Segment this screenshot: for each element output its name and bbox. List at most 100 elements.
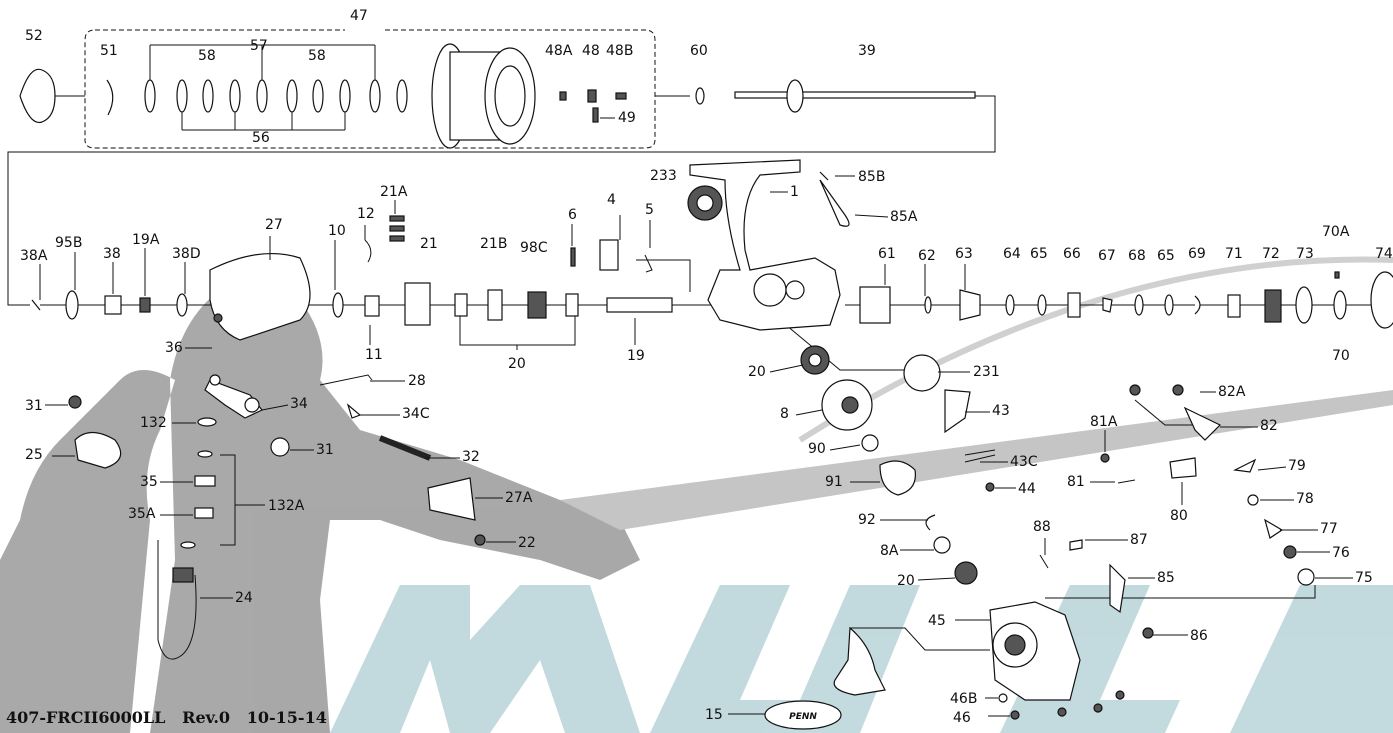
part-35-bushing	[194, 475, 216, 487]
label-233: 233	[650, 168, 677, 184]
part-92-clip	[925, 514, 936, 531]
label-47: 47	[350, 8, 368, 24]
part-80-plate	[1169, 457, 1197, 479]
label-21: 21	[420, 236, 438, 252]
label-70A: 70A	[1322, 224, 1350, 240]
label-73: 73	[1296, 246, 1314, 262]
part-34C-pin	[346, 403, 362, 419]
label-35: 35	[140, 474, 158, 490]
label-231: 231	[973, 364, 1000, 380]
label-66: 66	[1063, 246, 1081, 262]
part-88-spring	[1039, 554, 1049, 569]
part-labels: 47 52 51 57 58 58 56 48A 48 48B 49 60 39…	[20, 8, 1393, 726]
label-20: 20	[508, 356, 526, 372]
part-10-washer	[332, 292, 344, 318]
label-61: 61	[878, 246, 896, 262]
label-71: 71	[1225, 246, 1243, 262]
label-132: 132	[140, 415, 167, 431]
revision-date: 10-15-14	[246, 708, 327, 727]
part-48-drag-screw	[559, 91, 567, 101]
part-27A-cover	[427, 477, 476, 521]
leader-lines	[7, 29, 1393, 651]
label-58: 58	[308, 48, 326, 64]
part-79-lever	[1232, 458, 1257, 473]
label-75: 75	[1355, 570, 1373, 586]
part-74-cap	[1370, 271, 1393, 329]
parts: PENN	[19, 43, 1393, 730]
label-90: 90	[808, 441, 826, 457]
label-21A: 21A	[380, 184, 408, 200]
part-82-plate	[1183, 406, 1222, 441]
label-58: 58	[198, 48, 216, 64]
penn-logo: PENN	[789, 712, 817, 722]
label-11: 11	[365, 347, 383, 363]
label-51: 51	[100, 43, 118, 59]
label-43: 43	[992, 403, 1010, 419]
document-footer: 407-FRCII6000LL Rev.0 10-15-14	[6, 708, 327, 727]
label-48: 48	[582, 43, 600, 59]
label-15: 15	[705, 707, 723, 723]
part-95B-washer	[65, 290, 79, 320]
label-25: 25	[25, 447, 43, 463]
label-4: 4	[607, 192, 616, 208]
label-31: 31	[25, 398, 43, 414]
label-46: 46	[953, 710, 971, 726]
label-20: 20	[897, 573, 915, 589]
part-49-spring	[592, 107, 599, 123]
label-48A: 48A	[545, 43, 573, 59]
label-1: 1	[790, 184, 799, 200]
label-74: 74	[1375, 246, 1393, 262]
label-81A: 81A	[1090, 414, 1118, 430]
label-48B: 48B	[606, 43, 633, 59]
part-11-bearing	[364, 295, 380, 317]
label-22: 22	[518, 535, 536, 551]
label-87: 87	[1130, 532, 1148, 548]
watermark	[0, 256, 1393, 733]
part-27-rotor-housing	[209, 253, 311, 341]
part-56-57-58-washer-stack	[144, 79, 408, 113]
label-85B: 85B	[858, 169, 885, 185]
label-44: 44	[1018, 481, 1036, 497]
label-79: 79	[1288, 458, 1306, 474]
label-68: 68	[1128, 248, 1146, 264]
part-25-line-roller	[74, 431, 122, 469]
label-27A: 27A	[505, 490, 533, 506]
label-34: 34	[290, 396, 308, 412]
label-38A: 38A	[20, 248, 48, 264]
label-19A: 19A	[132, 232, 160, 248]
label-38D: 38D	[172, 246, 201, 262]
label-8: 8	[780, 406, 789, 422]
label-82A: 82A	[1218, 384, 1246, 400]
watermark-line-arc	[798, 256, 1393, 443]
label-132A: 132A	[268, 498, 305, 514]
label-91: 91	[825, 474, 843, 490]
part-1-body	[689, 159, 841, 331]
part-231-gear	[903, 354, 941, 392]
part-19A-nut	[139, 297, 151, 313]
label-12: 12	[357, 206, 375, 222]
label-5: 5	[645, 202, 654, 218]
part-43-bracket	[944, 389, 971, 434]
part-21A-screws	[389, 215, 405, 242]
part-31-screw-b	[270, 437, 290, 457]
label-31: 31	[316, 442, 334, 458]
part-36-screw	[213, 313, 223, 323]
part-15-knob	[764, 700, 842, 730]
part-47-spool	[431, 43, 536, 149]
label-8A: 8A	[880, 543, 899, 559]
label-24: 24	[235, 590, 253, 606]
part-39-main-shaft	[734, 79, 976, 113]
label-39: 39	[858, 43, 876, 59]
part-38-nut	[104, 295, 122, 315]
label-21B: 21B	[480, 236, 507, 252]
revision: Rev.0	[182, 708, 231, 727]
label-43C: 43C	[1010, 454, 1038, 470]
label-86: 86	[1190, 628, 1208, 644]
part-24-bail-wire	[157, 540, 197, 660]
label-65: 65	[1157, 248, 1175, 264]
part-31-screw-a	[68, 395, 82, 409]
label-72: 72	[1262, 246, 1280, 262]
part-43C-clip	[964, 449, 996, 463]
part-6-pin	[570, 247, 576, 267]
part-15-handle	[833, 626, 886, 696]
